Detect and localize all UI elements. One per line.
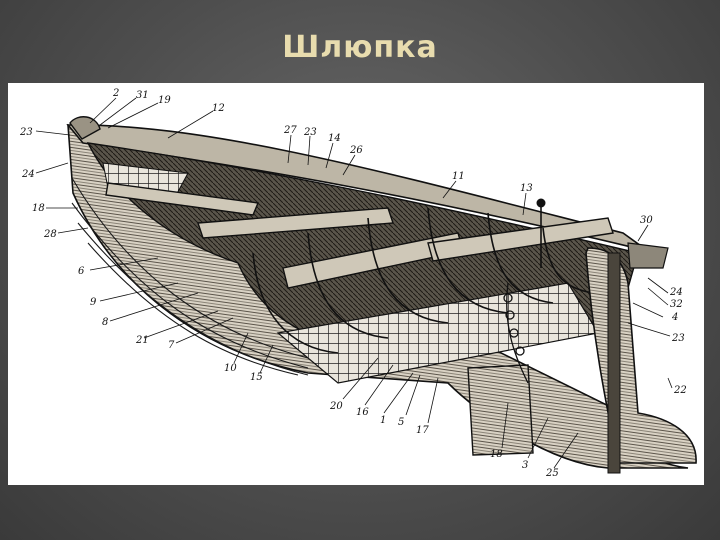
callout-3: 3 [522, 460, 528, 471]
callout-19: 19 [158, 95, 171, 106]
leader-lines [35, 97, 673, 469]
chain [503, 282, 529, 384]
callout-28: 28 [43, 229, 57, 240]
callout-10: 10 [224, 363, 237, 374]
callout-1: 1 [380, 415, 386, 426]
slide-title: Шлюпка [282, 30, 438, 65]
callout-14: 14 [328, 133, 341, 144]
callout-9: 9 [90, 297, 97, 308]
callout-18-keel: 18 [490, 449, 503, 460]
callout-6: 6 [78, 266, 85, 277]
callout-8: 8 [102, 317, 108, 328]
callout-7: 7 [168, 340, 175, 351]
callout-27: 27 [283, 125, 297, 136]
stern-fitting [627, 242, 669, 269]
keel-section [467, 364, 534, 456]
callout-24-stern: 24 [669, 287, 683, 298]
callout-15: 15 [250, 372, 263, 383]
callout-11: 11 [452, 171, 465, 182]
boat-diagram-figure: 2 31 19 12 23 24 18 28 6 9 8 21 7 10 15 … [8, 83, 704, 485]
ribs [252, 207, 594, 354]
stern-post [607, 252, 621, 474]
callout-16: 16 [356, 407, 369, 418]
callout-26: 26 [349, 145, 363, 156]
callout-labels: 2 31 19 12 23 24 18 28 6 9 8 21 7 10 15 … [19, 88, 687, 479]
callout-12: 12 [212, 103, 225, 114]
callout-17: 17 [416, 425, 429, 436]
callout-23-stern: 23 [671, 333, 685, 344]
callout-32: 32 [670, 299, 683, 310]
callout-31: 31 [136, 90, 149, 101]
callout-20: 20 [329, 401, 343, 412]
callout-5: 5 [398, 417, 404, 428]
callout-25: 25 [545, 468, 559, 479]
bow-fitting [69, 116, 101, 140]
callout-23-top: 23 [303, 127, 317, 138]
callout-4: 4 [671, 312, 678, 323]
callout-21: 21 [135, 335, 149, 346]
callout-18-bow: 18 [32, 203, 45, 214]
callout-30: 30 [640, 215, 653, 226]
callout-13: 13 [520, 183, 533, 194]
callout-22: 22 [673, 385, 687, 396]
callout-23-bow: 23 [19, 127, 33, 138]
callout-24-bow: 24 [21, 169, 35, 180]
callout-2: 2 [112, 88, 119, 99]
thwarts [105, 182, 614, 289]
boat-illustration: 2 31 19 12 23 24 18 28 6 9 8 21 7 10 15 … [19, 88, 697, 479]
